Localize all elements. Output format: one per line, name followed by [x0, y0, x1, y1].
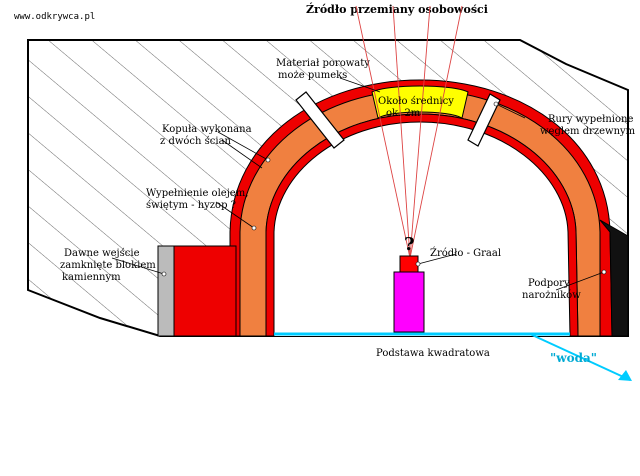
label-supports-2: narożników	[522, 290, 581, 301]
porous-plug-left	[295, 91, 345, 149]
corner-support	[599, 219, 629, 337]
label-diameter-2: ok. 2m	[386, 108, 421, 119]
label-entrance-1: Dawne wejście	[64, 248, 140, 259]
grail-pedestal	[393, 271, 425, 333]
label-source: Źródło - Graal	[430, 247, 501, 259]
diagram-title: Źródło przemiany osobowości	[306, 2, 488, 16]
label-base: Podstawa kwadratowa	[376, 348, 490, 359]
label-oil-2: świętym - hyzop ?	[146, 200, 236, 211]
entrance-stone	[157, 245, 175, 337]
label-oil-1: Wypełnienie olejem,	[146, 188, 248, 199]
water-arrow-head	[618, 370, 632, 381]
label-supports-1: Podpory	[528, 278, 570, 289]
grail-cup	[399, 255, 419, 273]
label-diameter-1: Około średnicy	[378, 96, 454, 107]
label-porous-1: Materiał porowaty	[276, 58, 370, 69]
porous-plug-right	[467, 93, 501, 147]
site-url: www.odkrywca.pl	[14, 12, 95, 22]
label-porous-2: może pumeks	[278, 70, 347, 81]
label-water: "woda"	[550, 351, 597, 365]
question-mark: ?	[404, 234, 415, 255]
label-pipes-1: Rury wypełnione	[548, 114, 633, 125]
water-flow	[529, 333, 631, 381]
entrance-plug	[173, 245, 237, 337]
dome-cavity	[240, 88, 600, 336]
label-entrance-2: zamknięte blokiem	[60, 260, 156, 271]
label-dome-2: z dwóch ścian	[160, 136, 232, 147]
energy-rays	[355, 5, 463, 259]
label-entrance-3: kamiennym	[62, 272, 121, 283]
label-dome-1: Kopuła wykonana	[162, 124, 252, 135]
leader-lines	[111, 77, 605, 291]
leader-dots	[161, 101, 607, 277]
label-pipes-2: węglem drzewnym	[540, 126, 636, 137]
